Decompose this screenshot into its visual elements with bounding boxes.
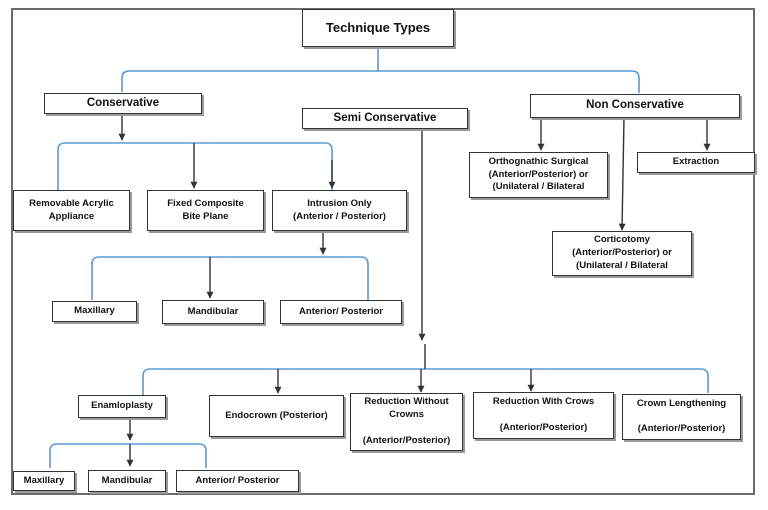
fixed-composite-node: Fixed Composite Bite Plane (147, 190, 264, 231)
reduction-with-crows-node: Reduction With Crows (Anterior/Posterior… (473, 392, 614, 439)
intrusion-maxillary-node: Maxillary (52, 301, 137, 322)
enam-maxillary-node: Maxillary (13, 471, 75, 491)
non-conservative-node: Non Conservative (530, 94, 740, 118)
reduction-without-crowns-node: Reduction Without Crowns (Anterior/Poste… (350, 393, 463, 451)
extraction-node: Extraction (637, 152, 755, 173)
semi-conservative-node: Semi Conservative (302, 108, 468, 129)
root-node: Technique Types (302, 9, 454, 47)
enamloplasty-node: Enamloplasty (78, 395, 166, 418)
intrusion-mandibular-node: Mandibular (162, 300, 264, 324)
semi-bracket (142, 368, 709, 395)
enam-mandibular-node: Mandibular (88, 470, 166, 492)
corticotomy-node: Corticotomy (Anterior/Posterior) or (Uni… (552, 231, 692, 276)
arrow-corticotomy (618, 117, 626, 231)
conservative-node: Conservative (44, 93, 202, 114)
intrusion-only-node: Intrusion Only (Anterior / Posterior) (272, 190, 407, 231)
conservative-bracket (57, 142, 333, 190)
enamloplasty-bracket (49, 443, 207, 468)
removable-acrylic-node: Removable Acrylic Appliance (13, 190, 130, 231)
endocrown-node: Endocrown (Posterior) (209, 395, 344, 437)
intrusion-bracket (91, 256, 369, 300)
enam-anterior-posterior-node: Anterior/ Posterior (176, 470, 299, 492)
crown-lengthening-node: Crown Lengthening (Anterior/Posterior) (622, 394, 741, 440)
root-bracket (121, 48, 640, 93)
intrusion-anterior-posterior-node: Anterior/ Posterior (280, 300, 402, 324)
orthognathic-node: Orthognathic Surgical (Anterior/Posterio… (469, 152, 608, 198)
